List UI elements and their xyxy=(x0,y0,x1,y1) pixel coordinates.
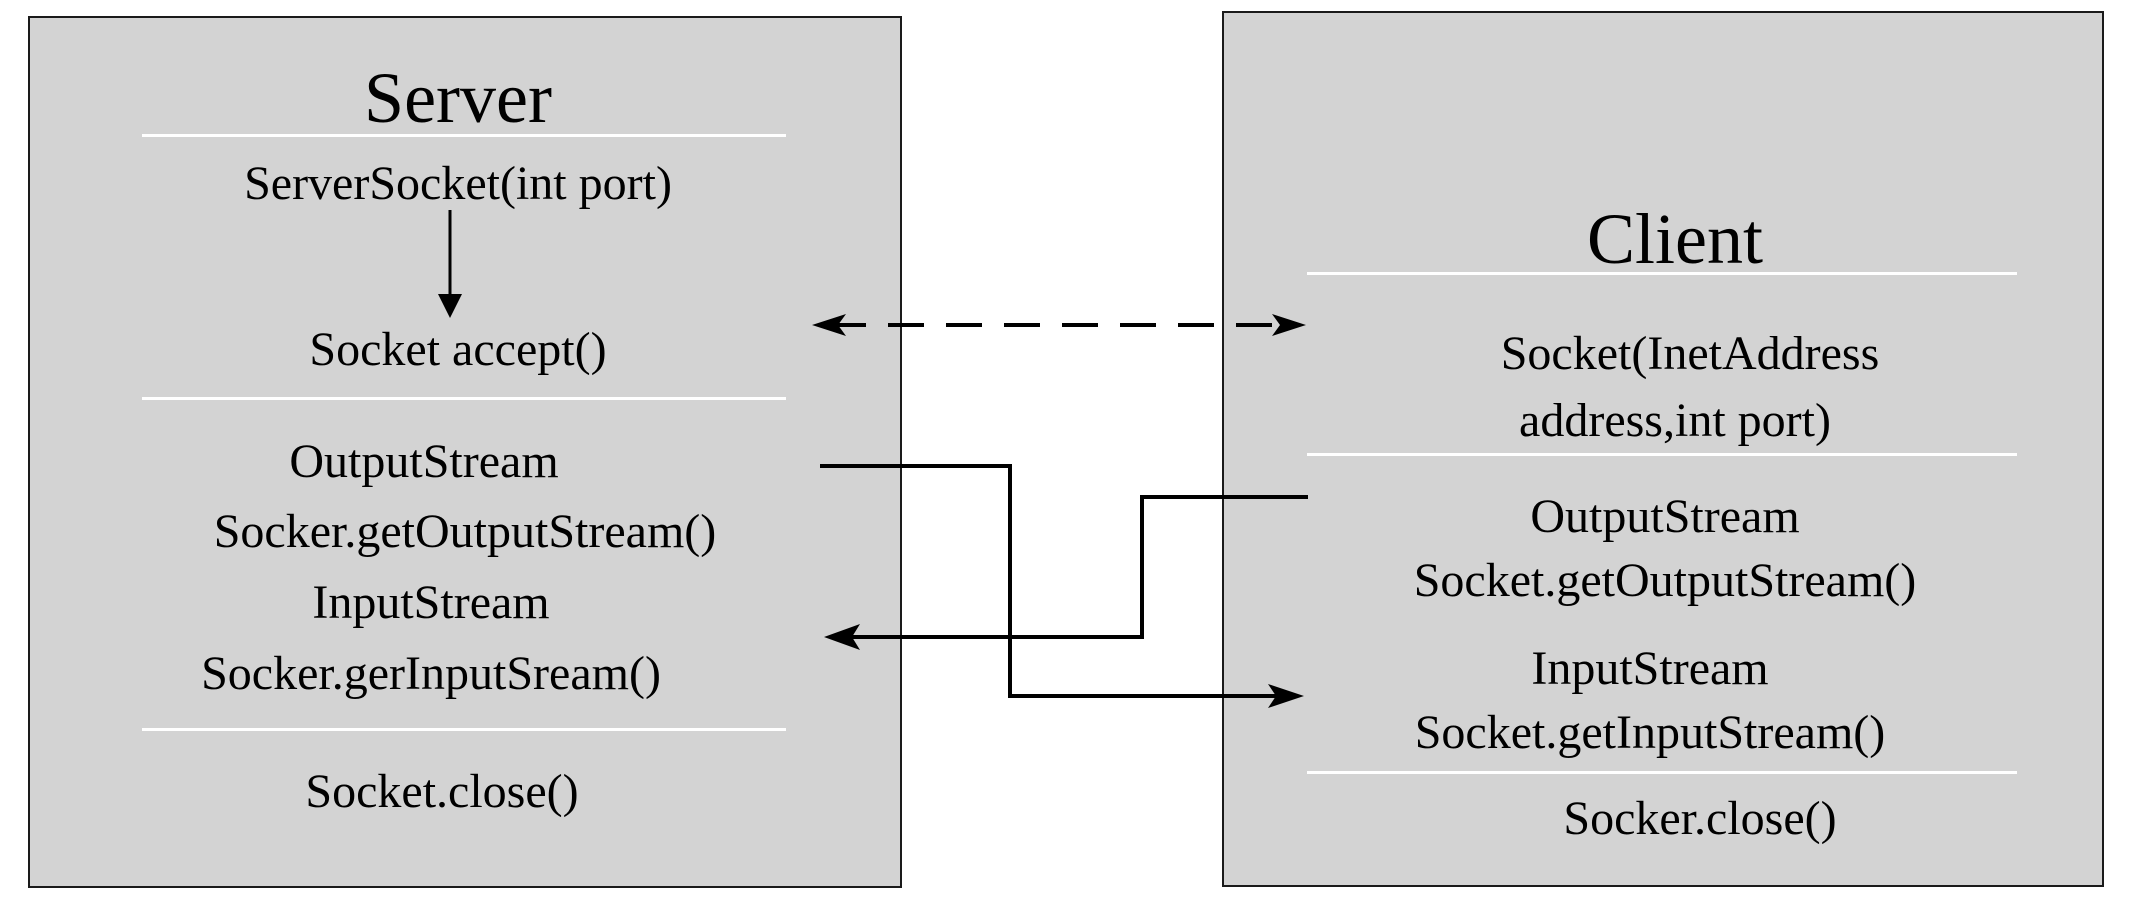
client-outputstream-call: Socket.getOutputStream() xyxy=(1413,554,1917,607)
client-socket-line1: Socket(InetAddress xyxy=(1500,327,1880,380)
client-outputstream-type: OutputStream xyxy=(1530,490,1800,543)
client-inputstream-type: InputStream xyxy=(1531,642,1769,695)
arrow-serversocket-to-accept xyxy=(438,210,462,318)
server-title: Server xyxy=(364,58,552,138)
arrow-server-output-to-client-input xyxy=(820,464,1304,708)
client-separator-3 xyxy=(1307,771,2017,774)
client-separator-2 xyxy=(1307,453,2017,456)
client-separator-1 xyxy=(1307,272,2017,275)
server-separator-2 xyxy=(142,397,786,400)
client-box xyxy=(1222,11,2104,887)
client-title: Client xyxy=(1587,199,1763,279)
server-inputstream-type: InputStream xyxy=(312,576,550,629)
server-accept-label: Socket accept() xyxy=(309,323,607,376)
server-separator-1 xyxy=(142,134,786,137)
server-serversocket-label: ServerSocket(int port) xyxy=(244,157,672,210)
server-outputstream-type: OutputStream xyxy=(289,435,559,488)
client-inputstream-call: Socket.getInputStream() xyxy=(1414,706,1886,759)
arrow-connection-dashed xyxy=(812,314,1306,336)
server-inputstream-call: Socker.gerInputSream() xyxy=(201,647,661,700)
client-socket-line2: address,int port) xyxy=(1519,394,1831,447)
server-outputstream-call: Socker.getOutputStream() xyxy=(213,505,717,558)
server-separator-3 xyxy=(142,728,786,731)
server-box xyxy=(28,16,902,888)
server-close-label: Socket.close() xyxy=(305,765,579,818)
arrow-client-output-to-server-input xyxy=(824,495,1308,650)
client-close-label: Socker.close() xyxy=(1563,792,1837,845)
